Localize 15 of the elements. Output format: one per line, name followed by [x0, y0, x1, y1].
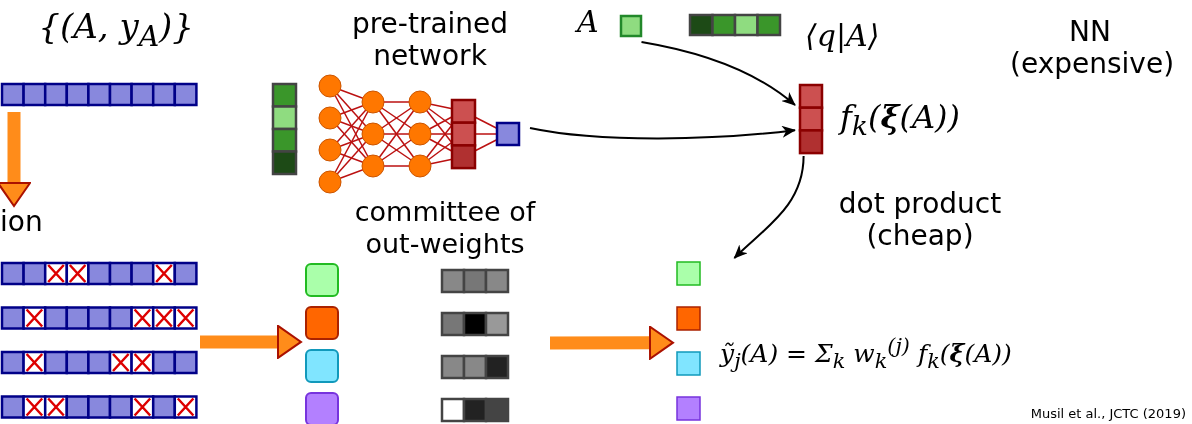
- block-arrow: [549, 325, 674, 360]
- block-arrow: [0, 112, 31, 207]
- math-label: f$_{k}$(ξ(A)): [840, 98, 960, 142]
- arrow: [529, 125, 796, 140]
- citation-text: Musil et al., JCTC (2019): [1030, 406, 1186, 421]
- heading-text: ion: [0, 205, 43, 238]
- block-arrow: [200, 324, 302, 359]
- math-heading: {(A, y$_{A}$)}: [38, 6, 194, 53]
- formula-text: ỹ$_{j}$(A) = Σ$_{k}$ w$_{k}$$^{(j)}$ f$_{k}$(ξ(A)): [720, 334, 1012, 374]
- math-label: ⟨q|A⟩: [805, 18, 880, 53]
- note-text: NN (expensive): [1010, 16, 1170, 80]
- heading-text: committee of out-weights: [353, 196, 537, 260]
- arrow: [640, 41, 796, 107]
- heading-text: pre-trained network: [350, 8, 510, 72]
- arrow: [733, 155, 805, 259]
